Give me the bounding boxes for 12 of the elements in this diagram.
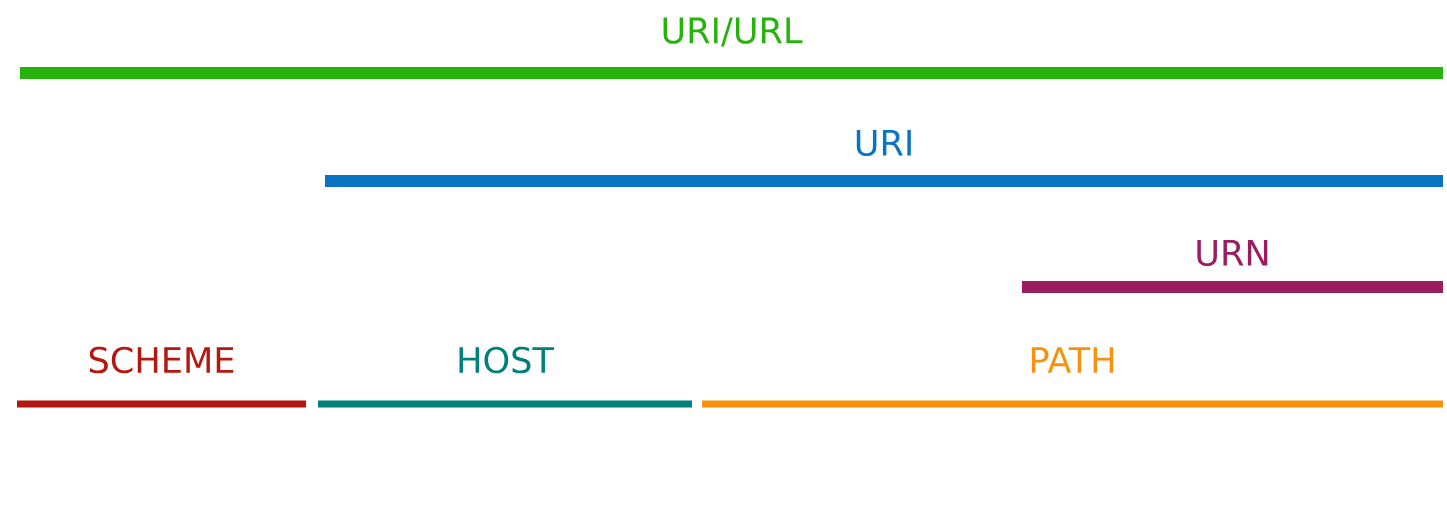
labeled-bar: HOST [318, 346, 692, 408]
node-label: URI [856, 129, 911, 157]
labeled-bar: URN [1022, 239, 1443, 293]
labeled-bar: URI/URL [20, 17, 1443, 79]
labeled-bar: PATH [702, 347, 1443, 408]
labeled-bar: URI [325, 129, 1443, 187]
labeled-bar: SCHEME [17, 346, 306, 408]
node-label: HOST [459, 346, 555, 374]
node-label: URI/URL [663, 17, 803, 47]
node-label: URN [1197, 239, 1268, 267]
node-label: SCHEME [89, 346, 234, 374]
node-label: PATH [1031, 347, 1114, 373]
